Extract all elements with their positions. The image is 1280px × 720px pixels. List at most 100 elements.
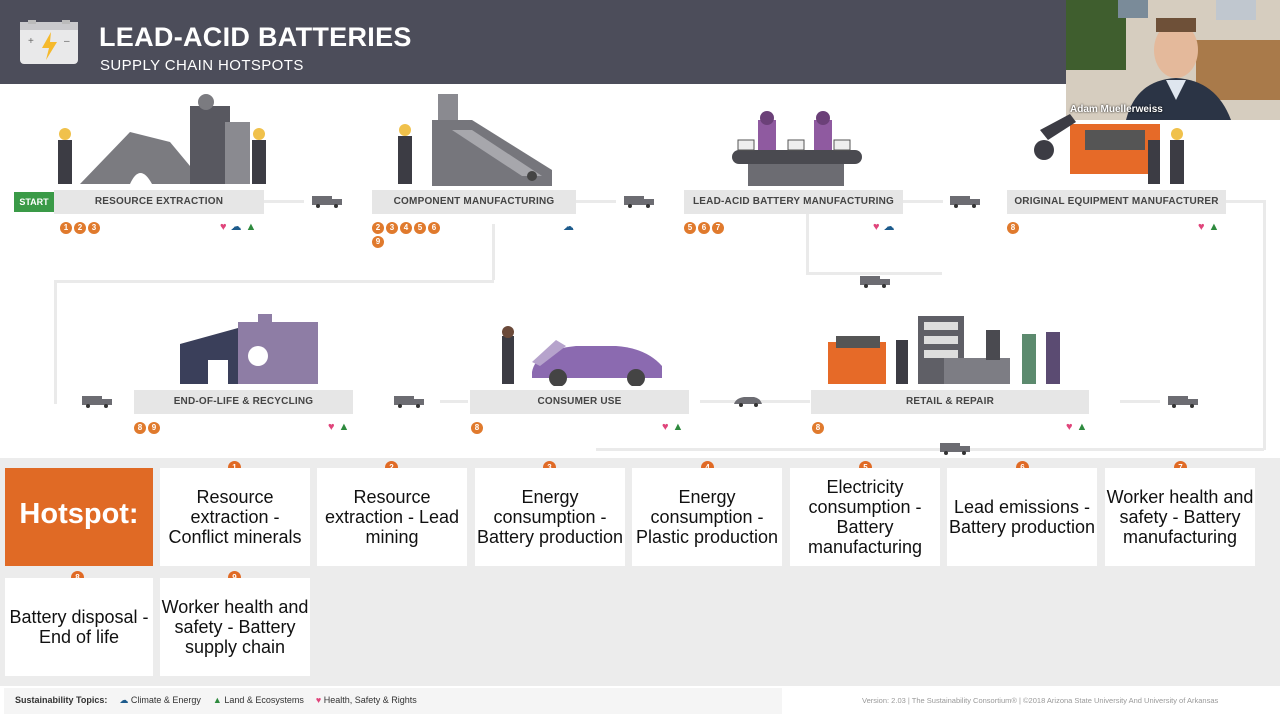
hotspot-heading: Hotspot:	[5, 468, 153, 566]
legend-climate-label: Climate & Energy	[130, 695, 201, 705]
heart-icon[interactable]: ♥	[1198, 221, 1205, 233]
legend-climate: ☁ Climate & Energy	[119, 695, 201, 706]
stage-end-of-life-recycling[interactable]: END-OF-LIFE & RECYCLING	[134, 390, 353, 414]
hotspot-text: Worker health and safety - Battery manuf…	[1106, 487, 1254, 547]
hotspot-text: Electricity consumption - Battery manufa…	[807, 477, 923, 557]
truck-icon	[1168, 396, 1198, 408]
stage-topic-icons: ♥ ▲	[662, 421, 683, 433]
stage-oem[interactable]: ORIGINAL EQUIPMENT MANUFACTURER	[1007, 190, 1226, 214]
heart-icon[interactable]: ♥	[220, 221, 227, 233]
hotspot-card-1[interactable]: Resource extraction - Conflict minerals	[160, 468, 310, 566]
stage-hotspot-badges: 2 3 4 5 6 9	[372, 222, 448, 248]
hotspot-badge[interactable]: 3	[386, 222, 398, 234]
hotspot-card-5[interactable]: Electricity consumption - Battery manufa…	[790, 468, 940, 566]
truck-icon	[624, 196, 654, 208]
hotspot-card-6[interactable]: Lead emissions - Battery production	[947, 468, 1097, 566]
topics-legend: Sustainability Topics: ☁ Climate & Energ…	[15, 695, 417, 706]
hotspot-card-7[interactable]: Worker health and safety - Battery manuf…	[1105, 468, 1255, 566]
tree-icon[interactable]: ▲	[338, 421, 350, 433]
legend-land: ▲ Land & Ecosystems	[213, 695, 304, 706]
hotspot-card-9[interactable]: Worker health and safety - Battery suppl…	[160, 578, 310, 676]
start-marker: START	[14, 192, 64, 212]
tree-icon[interactable]: ▲	[1076, 421, 1088, 433]
truck-icon	[860, 276, 890, 288]
page-subtitle: SUPPLY CHAIN HOTSPOTS	[100, 57, 304, 74]
hotspot-badge[interactable]: 5	[414, 222, 426, 234]
stage-retail-repair[interactable]: RETAIL & REPAIR	[811, 390, 1089, 414]
footer: Sustainability Topics: ☁ Climate & Energ…	[0, 688, 1280, 720]
stage-hotspot-badges: 5 6 7	[684, 222, 744, 234]
version-copyright: Version: 2.03 | The Sustainability Conso…	[862, 696, 1219, 705]
hotspot-text: Resource extraction - Conflict minerals	[168, 487, 302, 547]
stage-resource-extraction[interactable]: RESOURCE EXTRACTION	[54, 190, 264, 214]
hotspot-card-8[interactable]: Battery disposal - End of life	[5, 578, 153, 676]
truck-icon	[82, 396, 112, 408]
hotspot-text: Battery disposal - End of life	[9, 607, 149, 647]
flow-connector	[440, 400, 468, 403]
heart-icon[interactable]: ♥	[328, 421, 335, 433]
hotspot-card-4[interactable]: Energy consumption - Plastic production	[632, 468, 782, 566]
heart-icon[interactable]: ♥	[1066, 421, 1073, 433]
flow-connector	[264, 200, 304, 203]
hotspot-badge[interactable]: 8	[134, 422, 146, 434]
stage-topic-icons: ☁	[563, 221, 574, 233]
flow-connector	[1263, 200, 1266, 450]
hotspot-badge[interactable]: 1	[60, 222, 72, 234]
stage-topic-icons: ♥ ▲	[1198, 221, 1219, 233]
hotspot-badge[interactable]: 7	[712, 222, 724, 234]
flow-connector	[596, 448, 1264, 451]
car-icon	[734, 397, 762, 407]
tree-icon[interactable]: ▲	[1208, 221, 1220, 233]
flow-connector	[576, 200, 616, 203]
heart-icon[interactable]: ♥	[662, 421, 669, 433]
hotspot-text: Resource extraction - Lead mining	[324, 487, 460, 547]
stage-hotspot-badges: 8 9	[134, 422, 174, 434]
stage-battery-manufacturing[interactable]: LEAD-ACID BATTERY MANUFACTURING	[684, 190, 903, 214]
hotspot-badge[interactable]: 3	[88, 222, 100, 234]
presenter-video-image	[1066, 0, 1280, 120]
retail-repair-illustration	[828, 316, 1060, 384]
flow-connector	[806, 272, 942, 275]
flow-connector	[54, 280, 494, 283]
hotspot-text: Worker health and safety - Battery suppl…	[161, 597, 309, 657]
svg-text:+: +	[28, 36, 34, 47]
hotspot-badge[interactable]: 4	[400, 222, 412, 234]
tree-icon[interactable]: ▲	[672, 421, 684, 433]
climate-icon[interactable]: ☁	[230, 221, 242, 233]
hotspot-text: Lead emissions - Battery production	[948, 497, 1096, 537]
stage-consumer-use[interactable]: CONSUMER USE	[470, 390, 689, 414]
truck-icon	[950, 196, 980, 208]
hotspot-badge[interactable]: 9	[148, 422, 160, 434]
hotspot-badge[interactable]: 8	[812, 422, 824, 434]
hotspot-badge[interactable]: 2	[372, 222, 384, 234]
hotspot-card-2[interactable]: Resource extraction - Lead mining	[317, 468, 467, 566]
legend-land-label: Land & Ecosystems	[224, 695, 304, 705]
stage-hotspot-badges: 8	[471, 422, 491, 434]
legend-health-label: Health, Safety & Rights	[323, 695, 417, 705]
component-manufacturing-illustration	[398, 94, 552, 186]
hotspot-badge[interactable]: 9	[372, 236, 384, 248]
hotspot-badge[interactable]: 6	[428, 222, 440, 234]
hotspot-badge[interactable]: 8	[1007, 222, 1019, 234]
hotspot-badge[interactable]: 8	[471, 422, 483, 434]
tree-icon[interactable]: ▲	[245, 221, 257, 233]
climate-icon[interactable]: ☁	[563, 221, 574, 233]
hotspot-card-3[interactable]: Energy consumption - Battery production	[475, 468, 625, 566]
flow-connector	[903, 200, 943, 203]
hotspot-badge[interactable]: 5	[684, 222, 696, 234]
stage-component-manufacturing[interactable]: COMPONENT MANUFACTURING	[372, 190, 576, 214]
stage-topic-icons: ♥ ▲	[328, 421, 349, 433]
webcam-video-tile[interactable]: Adam Muellerweiss	[1066, 0, 1280, 120]
stage-hotspot-badges: 8	[812, 422, 832, 434]
flow-connector	[54, 280, 57, 404]
oem-illustration	[1034, 114, 1184, 184]
hotspot-badge[interactable]: 6	[698, 222, 710, 234]
truck-icon	[394, 396, 424, 408]
stage-hotspot-badges: 8	[1007, 222, 1027, 234]
hotspot-badge[interactable]: 2	[74, 222, 86, 234]
flow-connector	[492, 224, 495, 280]
climate-icon[interactable]: ☁	[883, 221, 895, 233]
stage-topic-icons: ♥ ☁ ▲	[220, 221, 256, 233]
heart-icon[interactable]: ♥	[873, 221, 880, 233]
truck-icon	[940, 443, 970, 455]
